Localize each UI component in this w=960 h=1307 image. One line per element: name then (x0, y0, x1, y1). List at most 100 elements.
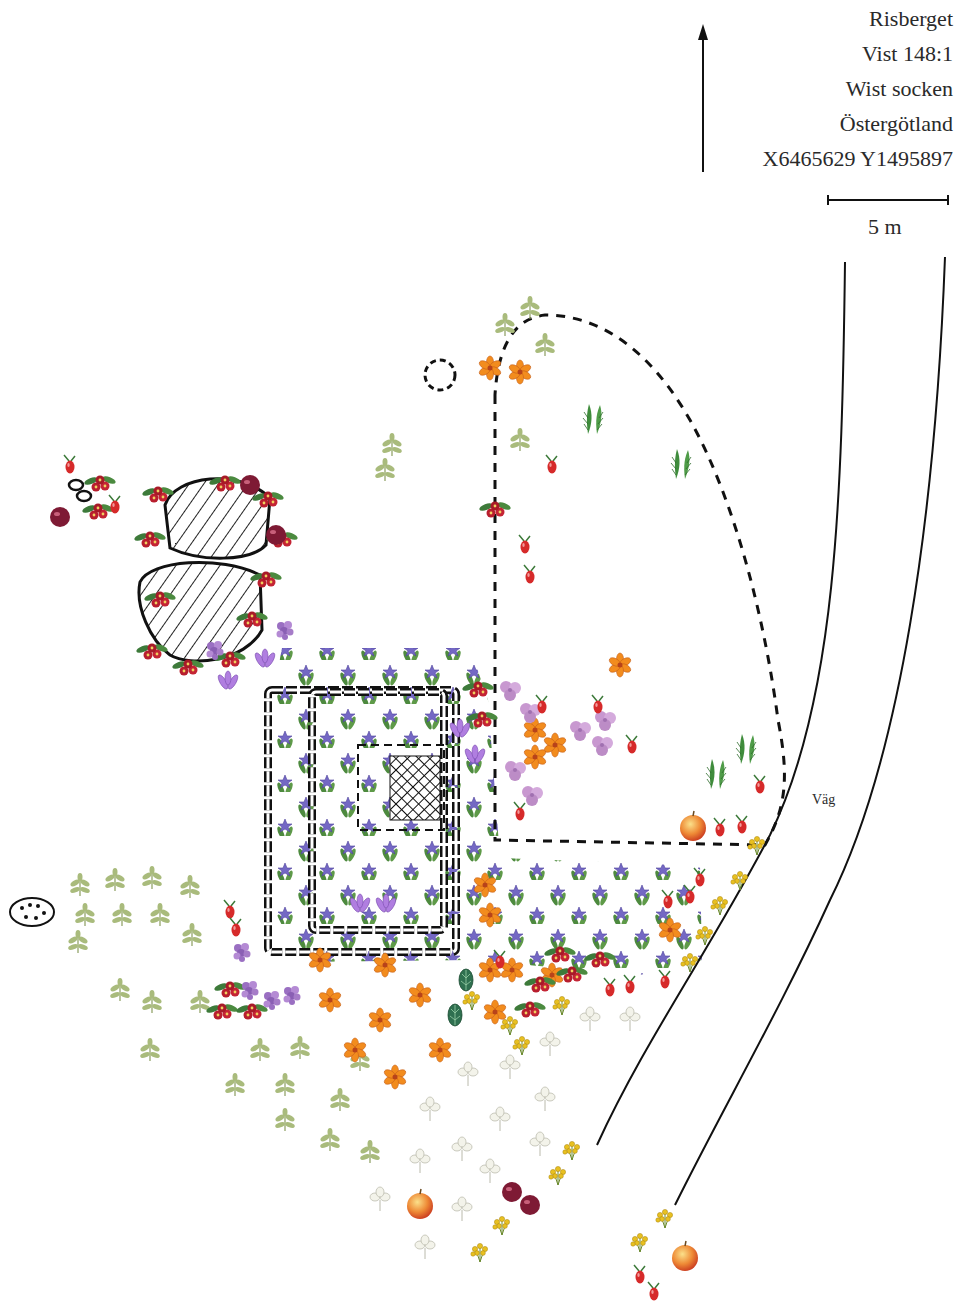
stone-foundation (312, 692, 444, 930)
rose-hip (109, 495, 120, 514)
pink-flower (500, 681, 616, 806)
berry-shrub (205, 1003, 238, 1020)
yellow-flower (463, 836, 765, 1262)
lily-flower (373, 953, 397, 977)
iris-flower (448, 719, 471, 738)
herb-plant (274, 1073, 295, 1096)
lily-flower (368, 1008, 392, 1032)
rose-hip (230, 918, 241, 937)
map-label: Wist socken (846, 76, 953, 102)
rose-hip (754, 775, 765, 794)
rose-hip (648, 1282, 659, 1301)
herb-plant (67, 296, 555, 1163)
periwinkle-area (272, 648, 702, 975)
small-stones (77, 491, 91, 501)
berry-shrub (143, 591, 176, 608)
north-arrow (698, 24, 708, 40)
dotted-stone (20, 906, 24, 910)
pink-flower (570, 721, 591, 741)
lily-flower (658, 918, 682, 942)
dark-leaf (448, 1004, 462, 1026)
stone-foundation (268, 690, 456, 952)
lily-flower (343, 1038, 367, 1062)
herb-plant (141, 866, 162, 889)
lily-flower (608, 653, 632, 677)
herb-plant (111, 903, 132, 926)
herb-plant (374, 458, 395, 481)
berry-shrub (461, 681, 494, 698)
dotted-stone (34, 916, 38, 920)
iris-flower (463, 745, 486, 764)
lilac-shrub (234, 943, 251, 962)
herb-plant (494, 313, 515, 336)
herb-plant (534, 333, 555, 356)
iris-flower (348, 894, 371, 913)
scale-bar (828, 195, 948, 205)
herb-plant (274, 1108, 295, 1131)
pink-flower (592, 736, 613, 756)
dark-leaf (459, 969, 473, 991)
berry-shrub (135, 643, 168, 660)
plum-tree (240, 475, 260, 495)
stone-foundation (390, 756, 440, 820)
herb-plant (249, 1038, 270, 1061)
map-label: Väg (812, 792, 835, 809)
iris-flower (253, 649, 276, 668)
white-flower (458, 1062, 478, 1086)
rose-hip (714, 818, 725, 837)
fern (736, 734, 756, 764)
herb-plant (139, 1038, 160, 1061)
rose-hip (592, 695, 603, 714)
pink-flower (505, 761, 526, 781)
rose-hip (519, 535, 530, 554)
fern (583, 404, 756, 789)
herb-plant (359, 1140, 380, 1163)
north-arrow (698, 24, 708, 172)
lily-flower (508, 360, 532, 384)
berry-shrub (513, 1001, 546, 1018)
plum-tree (520, 1195, 540, 1215)
stone-foundation (268, 690, 456, 952)
apple-tree (407, 1189, 433, 1219)
rose-hip (659, 970, 670, 989)
map-label: Vist 148:1 (862, 41, 953, 67)
rose-hip (494, 950, 505, 969)
lilac-shrub (207, 641, 224, 660)
yellow-flower (463, 991, 480, 1010)
white-flower (490, 1107, 510, 1131)
dotted-stone (42, 911, 46, 915)
enclosure-wall (495, 315, 784, 845)
pink-flower (595, 711, 616, 731)
scale-bar (947, 195, 949, 205)
herb-plant (104, 868, 125, 891)
hatched-mound (139, 479, 270, 661)
road-edge (675, 257, 945, 1205)
herb-plant (509, 428, 530, 451)
berry-shrub (213, 981, 246, 998)
stone-foundation (312, 692, 444, 930)
berry-shrub (249, 571, 282, 588)
yellow-flower (656, 1209, 673, 1228)
yellow-flower (471, 1243, 488, 1262)
scale-bar (827, 195, 829, 205)
apple-tree (407, 811, 706, 1271)
yellow-flower (553, 996, 570, 1015)
apple-tree (680, 811, 706, 841)
rose-hip (634, 1265, 645, 1284)
iris-flower (216, 671, 239, 690)
berry-shrub (235, 1003, 268, 1020)
map-label: 5 m (868, 214, 902, 240)
herb-plant (74, 903, 95, 926)
yellow-flower (493, 1216, 510, 1235)
white-flower (420, 1097, 440, 1121)
map-label: Östergötland (840, 111, 953, 137)
rose-hip (514, 802, 525, 821)
berry-shrub (81, 475, 616, 1020)
herb-plant (67, 930, 88, 953)
lily-flower (308, 356, 682, 1089)
dotted-stone (10, 898, 54, 926)
rose-hip (626, 735, 637, 754)
lily-flower (478, 356, 502, 380)
lily-flower (478, 903, 502, 927)
dotted-stone (24, 915, 28, 919)
